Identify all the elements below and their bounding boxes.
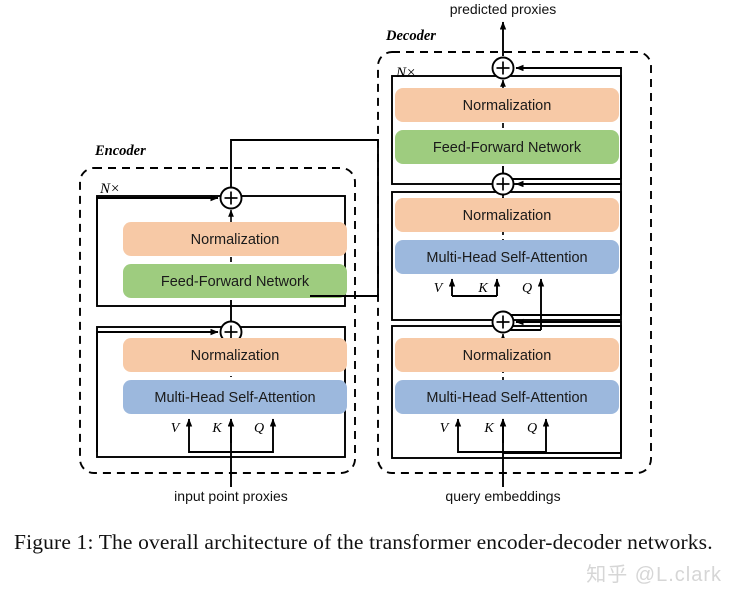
decoder-self-q-label: Q (527, 421, 537, 436)
decoder-self-k-label: K (483, 421, 494, 436)
decoder-self-normalization-label: Normalization (463, 348, 552, 364)
decoder-repeat-label: N× (395, 65, 416, 81)
decoder-cross-k-label: K (477, 281, 488, 296)
encoder-feedforward-block (123, 264, 347, 298)
encoder-v-label: V (171, 421, 181, 436)
encoder-group: Encoder N× Normalization (79, 139, 379, 504)
decoder-cross-v-label: V (434, 281, 444, 296)
encoder-mhsa-block (123, 380, 347, 414)
figure-caption: Figure 1: The overall architecture of th… (14, 528, 718, 557)
decoder-boundary (377, 51, 652, 474)
decoder-cross-mhsa-label: Multi-Head Self-Attention (426, 250, 587, 266)
decoder-input-label: query embeddings (445, 488, 560, 504)
figure-caption-text: Figure 1: The overall architecture of th… (14, 530, 713, 554)
decoder-self-vq-bridge (457, 443, 547, 453)
encoder-normalization-label: Normalization (191, 232, 280, 248)
architecture-diagram: Encoder N× Normalization (79, 1, 652, 504)
decoder-cross-residual-path (515, 180, 622, 315)
decoder-self-mhsa-label: Multi-Head Self-Attention (426, 390, 587, 406)
encoder-feedforward-label: Feed-Forward Network (161, 274, 310, 290)
encoder-mhsa-label: Multi-Head Self-Attention (154, 390, 315, 406)
decoder-normalization-block (395, 88, 619, 122)
encoder-ffn-add-node (219, 186, 243, 210)
encoder-title: Encoder (94, 143, 146, 159)
decoder-cross-add-node (491, 172, 515, 196)
encoder-ffn-residual-path (96, 194, 219, 300)
decoder-output-label: predicted proxies (450, 1, 557, 17)
decoder-self-mhsa-block (395, 380, 619, 414)
decoder-feedforward-label: Feed-Forward Network (433, 140, 582, 156)
encoder-attn-residual-path (96, 328, 219, 452)
encoder-attn-normalization-block (123, 338, 347, 372)
decoder-group: Decoder N× predicted proxies Normalizati… (377, 1, 652, 504)
decoder-ffn-add-node (491, 56, 515, 80)
decoder-self-add-node (491, 310, 515, 334)
decoder-cross-mhsa-block (395, 240, 619, 274)
encoder-repeat-label: N× (99, 181, 120, 197)
encoder-input-label: input point proxies (174, 488, 288, 504)
encoder-boundary (79, 167, 356, 474)
decoder-ffn-residual-path (515, 64, 622, 179)
encoder-normalization-block (123, 222, 347, 256)
decoder-feedforward-block (395, 130, 619, 164)
decoder-cross-q-label: Q (522, 281, 532, 296)
decoder-self-v-label: V (440, 421, 450, 436)
decoder-normalization-label: Normalization (463, 98, 552, 114)
decoder-self-normalization-block (395, 338, 619, 372)
decoder-self-residual-path (515, 318, 622, 453)
decoder-cross-normalization-block (395, 198, 619, 232)
encoder-q-label: Q (254, 421, 264, 436)
encoder-attn-normalization-label: Normalization (191, 348, 280, 364)
watermark: 知乎 @L.clark (586, 564, 722, 586)
decoder-title: Decoder (385, 28, 436, 44)
decoder-cross-normalization-label: Normalization (463, 208, 552, 224)
encoder-k-label: K (211, 421, 222, 436)
